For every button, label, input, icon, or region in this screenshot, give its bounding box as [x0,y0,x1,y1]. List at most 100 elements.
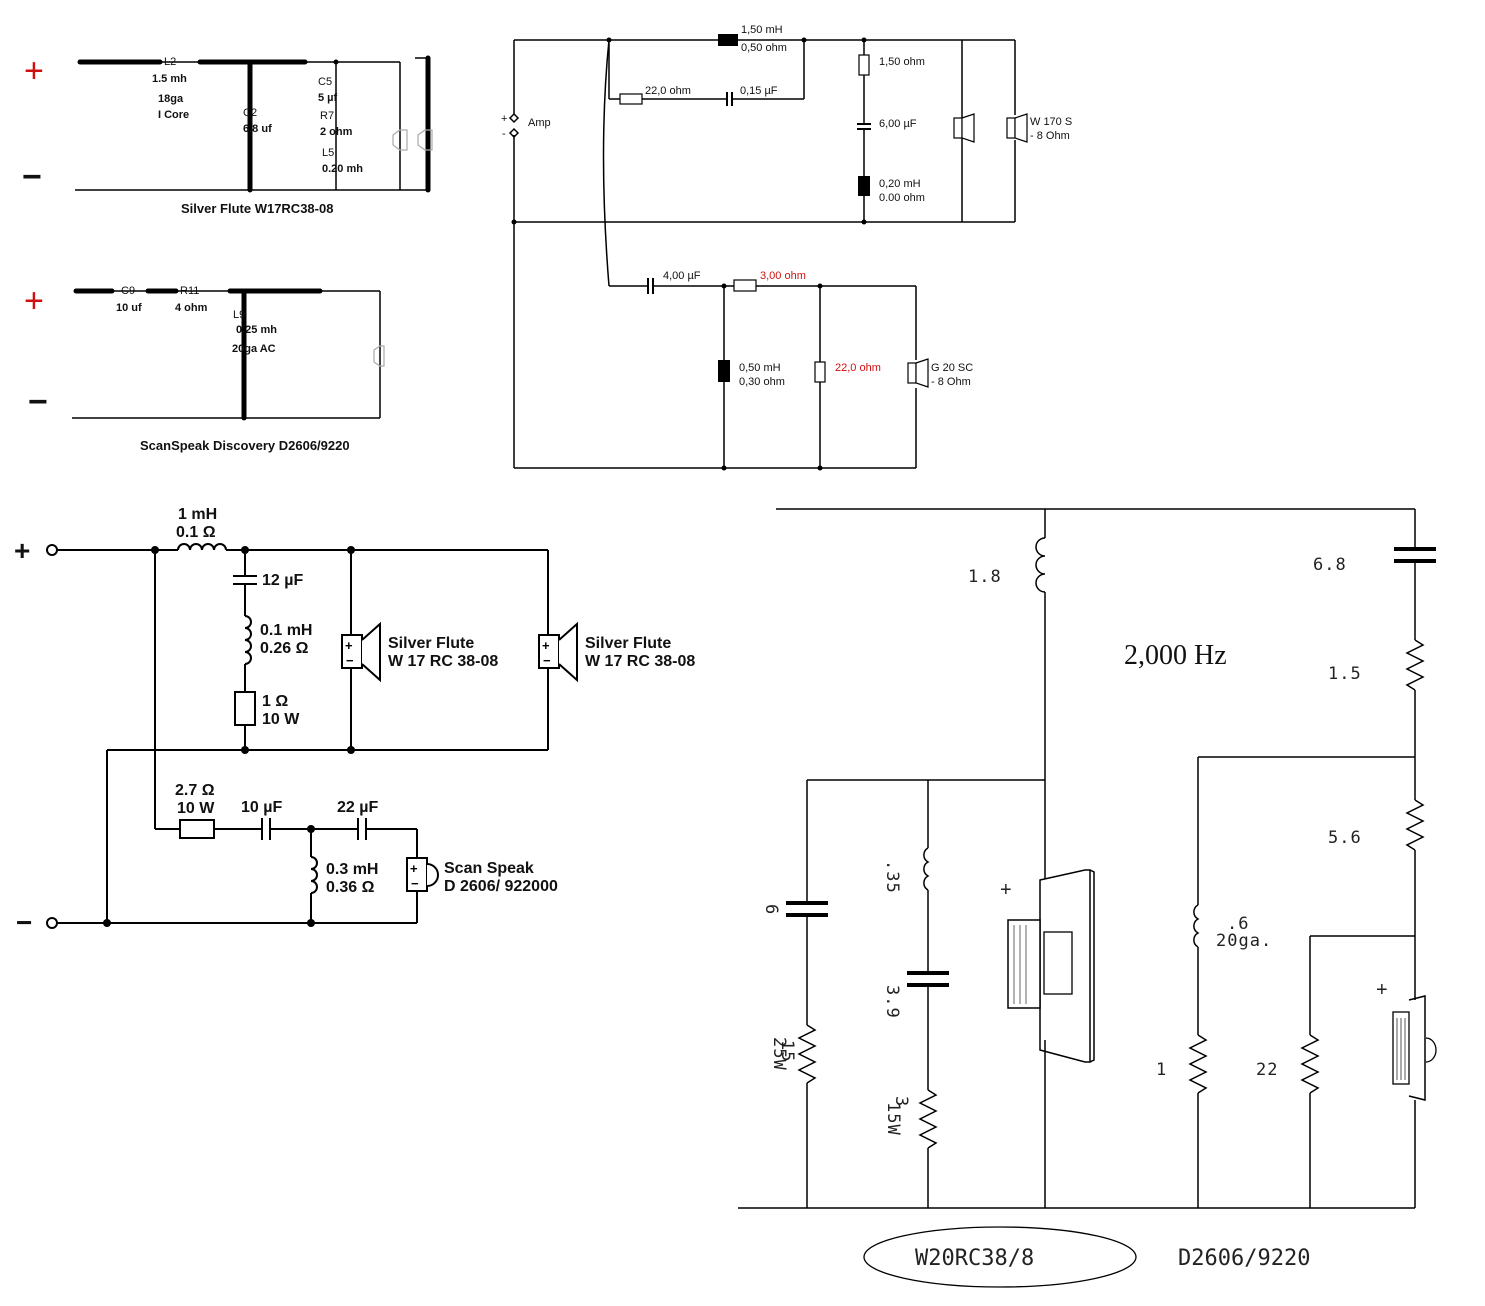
plus-terminal [46,544,58,556]
amp-label: Amp [528,117,551,129]
tweeter-flange [1408,995,1426,1101]
inductor-2 [858,176,870,196]
c2-value: 6.8 uf [243,123,272,135]
l2-label: L2 [164,56,176,68]
minus-sign: − [28,383,48,421]
c-zobel-value: 6 [761,904,781,915]
l5-value: 0.20 mh [322,163,363,175]
inductor-tw [1193,904,1200,948]
l-tw-gauge: 20ga. [1216,931,1272,951]
r-tw1-value: 1.5 [1328,664,1362,684]
r11-label: R11 [180,285,199,297]
r-notch-power: 15W [883,1102,903,1136]
r1-power: 10 W [262,711,300,728]
inductor-main [1035,537,1046,593]
schematic-silver-flute-handdrawn: + − L2 1.5 mh 18ga I Core C2 6.8 uf C5 5… [22,52,433,216]
l9-value: 0.25 mh [236,324,277,336]
l5-label: L5 [322,147,334,159]
woofer-2-icon [1006,117,1016,139]
resistor-tw1 [1405,639,1425,691]
r2-value: 1,50 ohm [879,56,925,68]
l2-res: 0.26 Ω [260,640,309,657]
c5-label: C5 [318,76,332,88]
c1-value: 0,15 µF [740,85,778,97]
resistor-tw2 [1405,799,1425,851]
speaker-1-minus: − [346,653,354,668]
l3-value: 0.3 mH [326,861,378,878]
woofer-plus: + [1000,879,1012,901]
crossover-frequency: 2,000 Hz [1124,640,1227,671]
l1-res: 0.1 Ω [176,524,216,541]
amp-terminal [508,127,520,139]
r-tw3-value: 1 [1156,1060,1167,1080]
inductor-3 [718,360,730,382]
l-notch-value: .35 [882,860,902,894]
c2-value: 6,00 µF [879,118,917,130]
schematic-simulator: + - Amp 1,50 mH 0,50 ohm 22,0 ohm 0,15 µ… [501,24,1072,471]
speaker-1-plus: + [345,638,353,653]
c3-value: 22 µF [337,799,378,816]
r4-value: 22,0 ohm [835,362,881,374]
junction [241,746,249,754]
r7-value: 2 ohm [320,126,353,138]
r11-value: 4 ohm [175,302,208,314]
r3-value: 3,00 ohm [760,270,806,282]
tweeter-minus: − [411,876,419,891]
resistor-zobel [797,1024,817,1084]
tweeter-icon [373,345,385,367]
woofer-cone [1043,931,1073,995]
r-tw4-value: 22 [1256,1060,1278,1080]
woofer-name: W 170 S [1030,116,1072,128]
l2-value: 1.5 mh [152,73,187,85]
c-notch-value: 3.9 [882,985,902,1019]
r1-value: 22,0 ohm [645,85,691,97]
r-tw2-value: 5.6 [1328,828,1362,848]
tweeter-dome [1425,1037,1437,1063]
junction [307,919,315,927]
resistor-r3 [733,279,757,292]
woofer-imp: - 8 Ohm [1030,130,1070,142]
c5-value: 5 µf [318,92,338,104]
r1-value: 1 Ω [262,693,288,710]
minus-sign: − [22,158,42,196]
tweeter-plus: + [410,861,418,876]
tweeter-model: D 2606/ 922000 [444,878,558,895]
c-tw-value: 6.8 [1313,555,1347,575]
r2-power: 10 W [177,800,215,817]
woofer-model: W20RC38/8 [915,1246,1034,1271]
speaker-2-name: Silver Flute [585,635,671,652]
woofer-model-ellipse [863,1226,1137,1288]
resistor-r1 [619,93,643,105]
resistor-r2 [179,819,215,839]
plus-sign: + [24,52,44,90]
inductor-notch [923,847,930,891]
resistor-notch [918,1089,938,1149]
ind2-res: 0.00 ohm [879,192,925,204]
ind3-res: 0,30 ohm [739,376,785,388]
plus-sign: + [24,282,44,320]
speaker-2-plus: + [542,638,550,653]
plus-terminal-label: + [14,535,30,566]
c9-label: C9 [121,285,135,297]
wire [602,39,610,287]
schematic-scanspeak-handdrawn: + − C9 10 uf R11 4 ohm L9 0.25 mh 20ga A… [24,282,385,453]
schematic-scanned: 1.8 6.8 1.5 2,000 Hz 5.6 .6 20ga. 1 22 [738,508,1437,1288]
schematic-title: Silver Flute W17RC38-08 [181,201,333,216]
l2-gauge: 18ga [158,93,184,105]
l9-label: L9 [233,309,245,321]
l9-gauge: 20ga AC [232,343,276,355]
minus-terminal-label: − [16,907,32,938]
woofer-1-cone [961,113,975,143]
ind2-value: 0,20 mH [879,178,921,190]
speaker-1-name: Silver Flute [388,635,474,652]
woofer-basket [1039,869,1091,1063]
c2-label: C2 [243,107,257,119]
speaker-2-minus: − [543,653,551,668]
inductor-l3 [310,856,318,894]
tweeter-cone [915,358,929,388]
minus-terminal [46,917,58,929]
l1-value: 1 mH [178,506,217,523]
speaker-icon [417,129,433,151]
tweeter-name: Scan Speak [444,860,534,877]
l3-res: 0.36 Ω [326,879,375,896]
